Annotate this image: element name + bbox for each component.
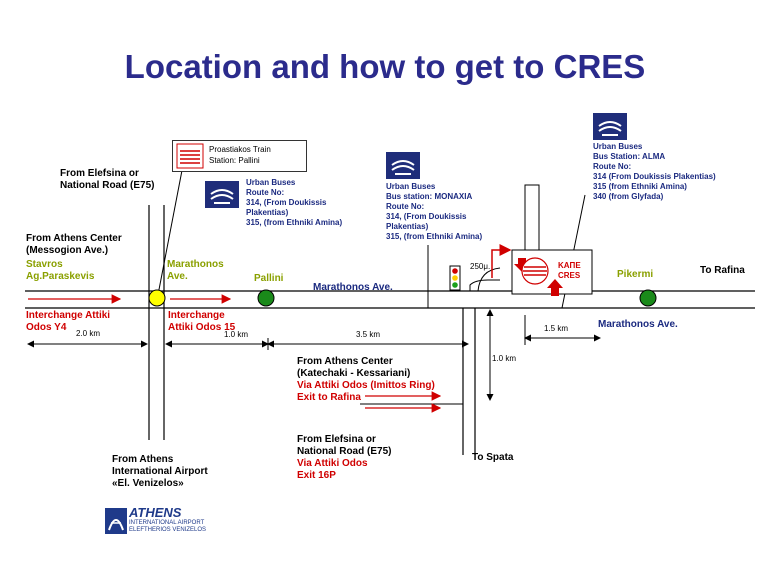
via-imittos: Via Attiki Odos (Imittos Ring) Exit to R… [297,380,435,403]
from-elefsina-top: From Elefsina or National Road (E75) [60,168,155,191]
train-icon [176,143,204,169]
train-line1: Proastiakos Train [209,145,271,154]
bus-icon [593,113,627,140]
cres-building-label: ΚΑΠΕ CRES [558,261,581,280]
station-stavros [148,289,166,307]
label-stavros: Stavros Ag.Paraskevis [26,259,95,282]
distance-1km-vertical: 1.0 km [492,354,517,363]
bus-icon [205,181,239,208]
station-pikermi [639,289,657,307]
bus-alma-info: Urban Buses Bus Station: ALMA Route No: … [593,142,716,201]
label-to-rafina: To Rafina [700,265,745,276]
distance-1-5km: 1.5 km [544,324,569,333]
page-title: Location and how to get to CRES [124,48,646,85]
label-pallini: Pallini [254,273,284,284]
distance-250m: 250μ. [470,262,491,271]
from-airport: From Athens International Airport «El. V… [112,454,208,489]
train-station-box: Proastiakos Train Station: Pallini [172,140,307,172]
station-pallini [257,289,275,307]
label-interchange-15: Interchange Attiki Odos 15 [168,310,236,333]
label-marathonos-ave: Marathonos Ave. [313,282,393,293]
from-elefsina-bottom: From Elefsina or National Road (E75) [297,434,392,457]
bus-monaxia-info: Urban Buses Bus station: MONAXIA Route N… [386,182,483,241]
distance-1km: 1.0 km [224,330,249,339]
from-katechaki: From Athens Center (Katechaki - Kessaria… [297,356,411,379]
airport-logo-icon [105,508,127,534]
airport-logo-sub1: INTERNATIONAL AIRPORT [129,520,205,526]
train-line2: Station: Pallini [209,156,260,165]
from-athens-center: From Athens Center (Messogion Ave.) [26,233,122,256]
distance-3-5km: 3.5 km [356,330,381,339]
athens-airport-logo: ATHENS INTERNATIONAL AIRPORT ELEFTHERIOS… [105,506,215,540]
cres-logo-icon [520,256,550,286]
bus-icon [386,152,420,179]
distance-2km: 2.0 km [76,329,101,338]
label-pikermi: Pikermi [617,269,654,280]
label-marathonos-station: Marathonos Ave. [167,259,224,282]
label-marathonos-ave-right: Marathonos Ave. [598,319,678,330]
bus-pallini-info: Urban Buses Route No: 314, (From Doukiss… [246,178,343,227]
via-attiki-16p: Via Attiki Odos Exit 16P [297,458,368,481]
airport-logo-name: ATHENS [129,505,182,520]
label-to-spata: To Spata [472,452,514,463]
airport-logo-sub2: ELEFTHERIOS VENIZELOS [129,527,207,533]
label-interchange-y4: Interchange Attiki Odos Y4 [26,310,111,333]
